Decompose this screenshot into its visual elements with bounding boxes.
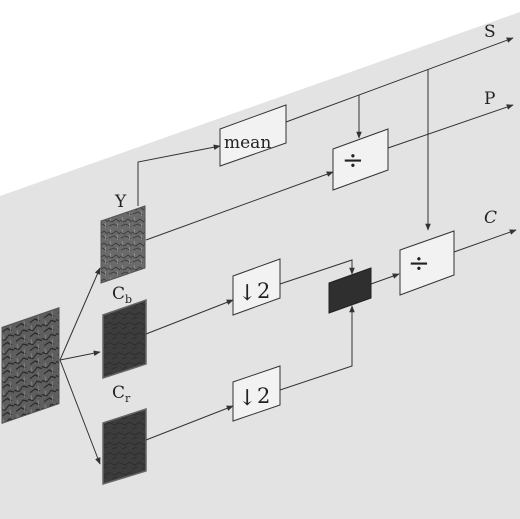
line-cr-to-down2 [145, 405, 234, 441]
y-label: Y [114, 192, 127, 212]
svg-text:2: 2 [257, 279, 270, 303]
arrow-input-to-y [59, 267, 101, 361]
output-c-label: C [484, 208, 497, 228]
line-divide1-to-p [387, 104, 514, 149]
line-cb-to-down1 [145, 299, 234, 335]
background-plane [0, 12, 520, 519]
divide-block-2: ÷ [399, 230, 455, 296]
cr-channel-image [102, 407, 147, 486]
cb-channel-image [102, 298, 147, 380]
svg-text:↓: ↓ [238, 386, 256, 411]
y-channel-image [100, 205, 146, 284]
svg-text:↓: ↓ [238, 281, 256, 306]
arrow-input-to-cr [59, 359, 101, 465]
line-y-to-divide1 [145, 171, 334, 241]
input-image [1, 307, 60, 424]
line-down1-to-block [279, 259, 355, 285]
output-s-label: S [484, 22, 496, 42]
line-divide2-to-c [453, 229, 517, 253]
arrow-input-to-cb [59, 350, 101, 361]
line-mean-to-s [285, 37, 514, 123]
downsample-block-2: ↓ 2 [232, 365, 281, 422]
chroma-combine-block [328, 267, 372, 314]
svg-text:÷: ÷ [342, 146, 364, 176]
line-block-to-divide2 [370, 273, 400, 285]
svg-text:÷: ÷ [408, 249, 430, 279]
downsample-block-1: ↓ 2 [232, 258, 281, 316]
cr-label: Cr [112, 383, 131, 405]
cb-label: Cb [112, 284, 132, 306]
divide-block-1: ÷ [332, 128, 389, 191]
svg-text:mean: mean [224, 133, 271, 153]
line-y-to-mean [137, 144, 221, 206]
output-p-label: P [484, 89, 495, 109]
mean-block: mean [219, 104, 287, 167]
svg-text:2: 2 [257, 384, 270, 408]
line-down2-to-block [279, 305, 355, 391]
